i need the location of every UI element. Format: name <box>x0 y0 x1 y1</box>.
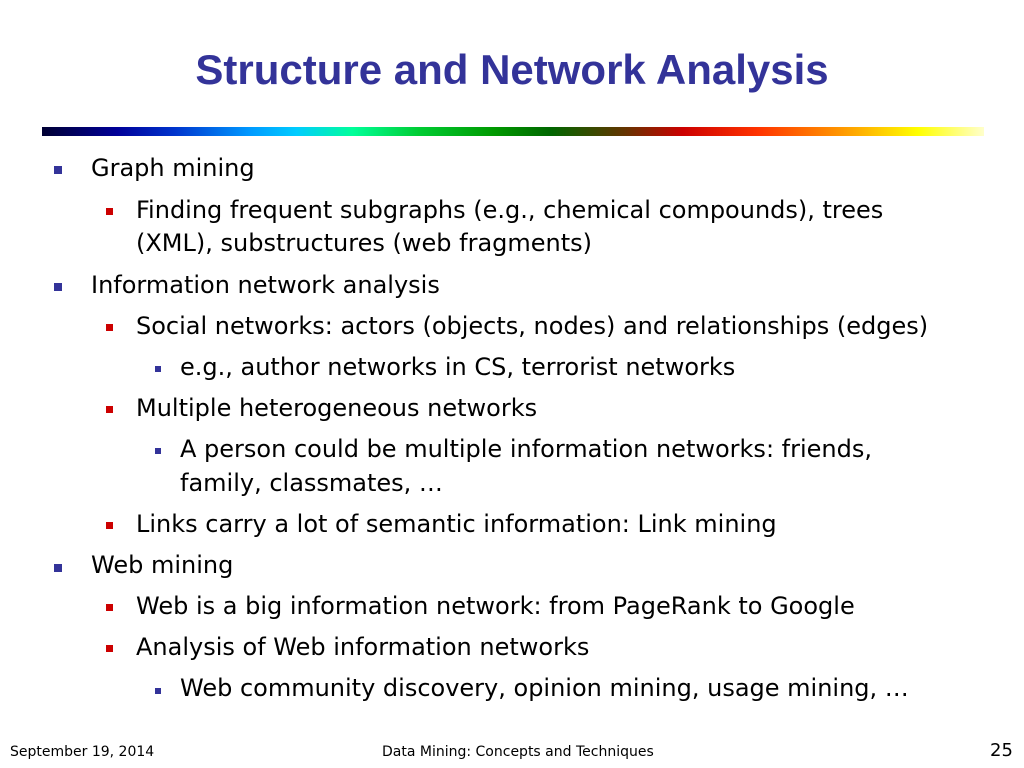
square-bullet-icon <box>155 448 161 454</box>
square-bullet-icon <box>106 208 113 215</box>
square-bullet-icon <box>106 645 113 652</box>
bullet-text: Links carry a lot of semantic informatio… <box>136 510 777 538</box>
square-bullet-icon <box>155 688 161 694</box>
bullet-text: Web community discovery, opinion mining,… <box>180 674 909 702</box>
square-bullet-icon <box>54 166 62 174</box>
bullet-text-continuation: family, classmates, … <box>180 469 443 497</box>
bullet-text: Analysis of Web information networks <box>136 633 590 661</box>
bullet-text: Social networks: actors (objects, nodes)… <box>136 312 929 340</box>
bullet-text: Finding frequent subgraphs (e.g., chemic… <box>136 196 884 224</box>
bullet-text: Web is a big information network: from P… <box>136 592 855 620</box>
square-bullet-icon <box>54 564 62 572</box>
page-number: 25 <box>990 740 1013 761</box>
slide-title: Structure and Network Analysis <box>195 46 829 93</box>
footer-course: Data Mining: Concepts and Techniques <box>382 744 654 760</box>
square-bullet-icon <box>54 283 62 291</box>
bullet-text: A person could be multiple information n… <box>180 435 872 463</box>
bullet-text: Web mining <box>91 551 234 579</box>
square-bullet-icon <box>106 522 113 529</box>
bullet-text: Information network analysis <box>91 271 440 299</box>
footer-date: September 19, 2014 <box>10 744 155 760</box>
square-bullet-icon <box>106 324 113 331</box>
square-bullet-icon <box>155 366 161 372</box>
rainbow-divider <box>42 127 984 136</box>
bullet-text-continuation: (XML), substructures (web fragments) <box>136 229 593 257</box>
bullet-text: Multiple heterogeneous networks <box>136 394 538 422</box>
square-bullet-icon <box>106 406 113 413</box>
square-bullet-icon <box>106 604 113 611</box>
bullet-text: e.g., author networks in CS, terrorist n… <box>180 353 736 381</box>
bullet-text: Graph mining <box>91 154 255 182</box>
